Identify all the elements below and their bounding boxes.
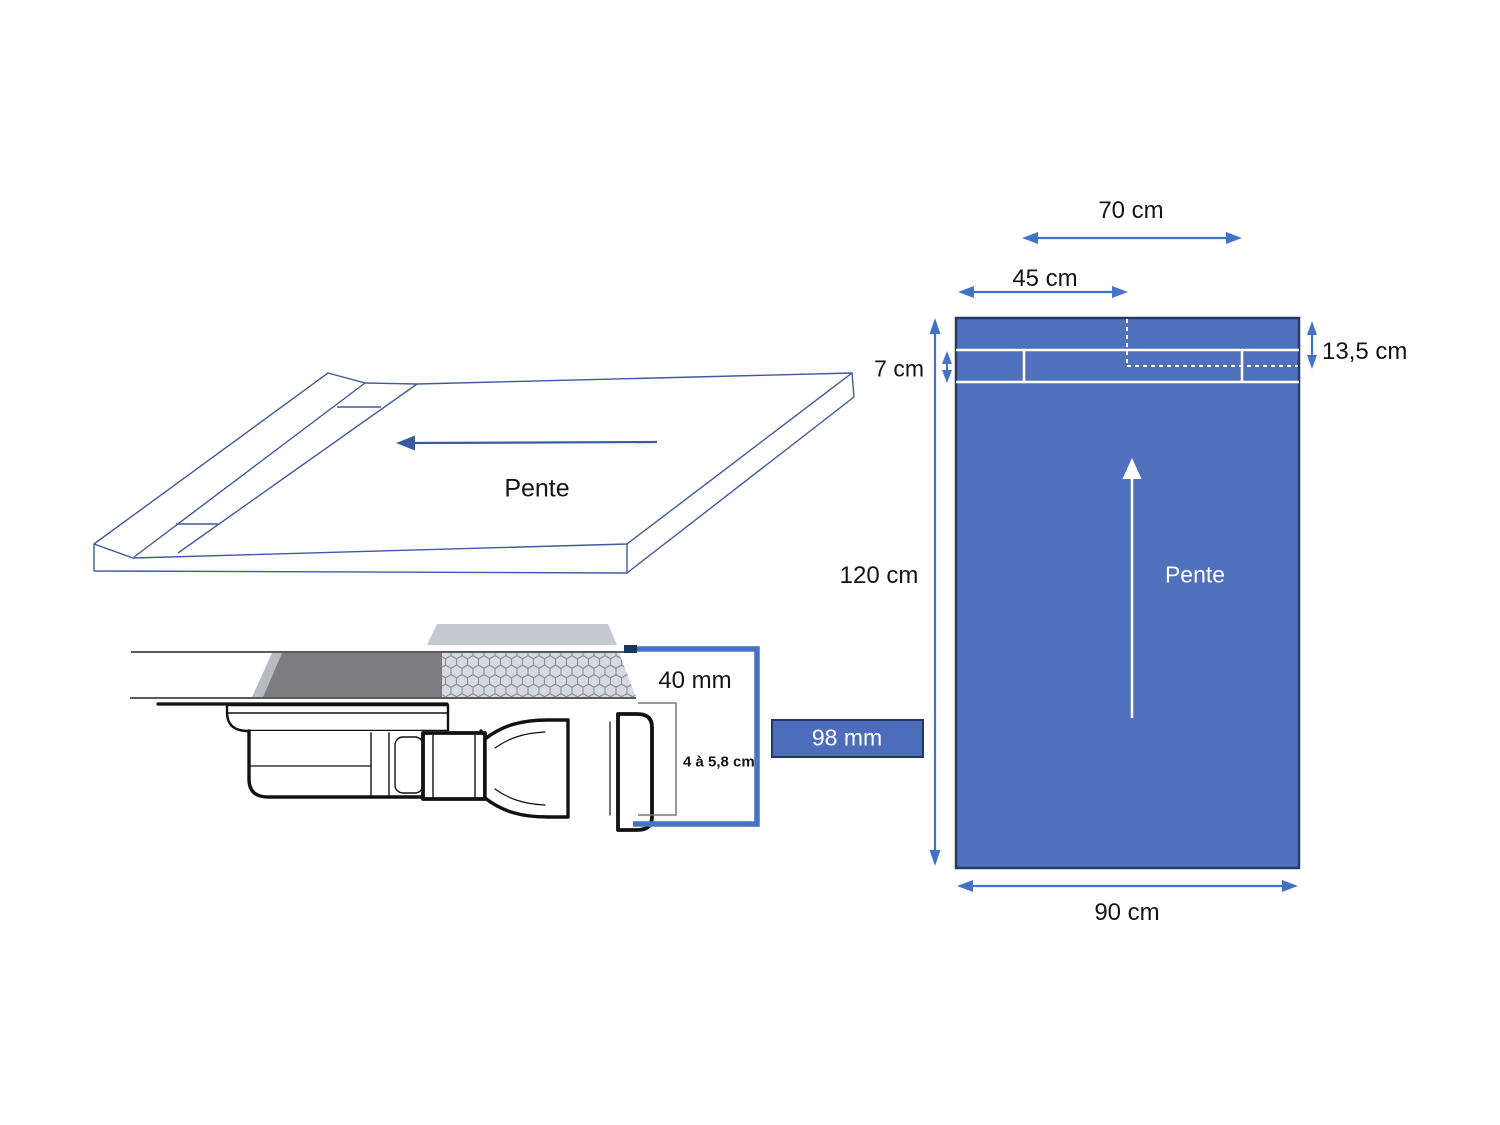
dim-45cm-arrow [958, 286, 1128, 298]
cross-section-drawing [130, 624, 924, 832]
top-view-slope-label: Pente [1164, 561, 1226, 588]
top-view-slope-arrow-icon [1122, 458, 1142, 718]
dimension-arrows [929, 232, 1317, 892]
perspective-slope-arrow-icon [396, 435, 658, 451]
tray-channel-lines [133, 382, 418, 558]
channel-outline [956, 348, 1299, 384]
dim-90cm-label: 90 cm [1094, 899, 1160, 926]
mortar-left-sliver [252, 653, 282, 697]
total-height-label: 98 mm [811, 724, 883, 751]
perspective-tray-drawing [93, 372, 855, 574]
dim-120cm-arrow [929, 318, 941, 866]
tray-top-face [93, 372, 853, 559]
tray-rect [954, 316, 1301, 870]
mortar-wedge [263, 653, 442, 697]
total-height-bracket [633, 646, 760, 827]
dim-7cm-arrow [942, 351, 952, 383]
drain-trap-drawing [156, 702, 654, 832]
upper-gray-strip [427, 624, 617, 645]
dim-70cm-arrow [1022, 232, 1242, 244]
bracket-end-cap [624, 645, 637, 653]
dim-7cm-label: 7 cm [874, 355, 924, 382]
dim-13-5cm-arrow [1307, 321, 1317, 369]
tray-channel-ticks [176, 406, 381, 525]
thickness-label: 40 mm [658, 667, 732, 694]
dim-13-5cm-label: 13,5 cm [1322, 338, 1408, 365]
honeycomb-wedge-pattern [442, 653, 636, 697]
perspective-slope-label: Pente [504, 474, 570, 503]
tray-bottom-edges [93, 372, 855, 574]
dim-90cm-arrow [957, 880, 1298, 892]
dim-70cm-label: 70 cm [1098, 197, 1164, 224]
trap-height-label: 4 à 5,8 cm [683, 753, 755, 771]
dim-45cm-label: 45 cm [1012, 265, 1078, 292]
dim-120cm-label: 120 cm [839, 562, 919, 589]
trap-height-bracket [638, 702, 677, 816]
top-view-drawing [954, 316, 1301, 870]
total-height-badge [771, 719, 924, 758]
